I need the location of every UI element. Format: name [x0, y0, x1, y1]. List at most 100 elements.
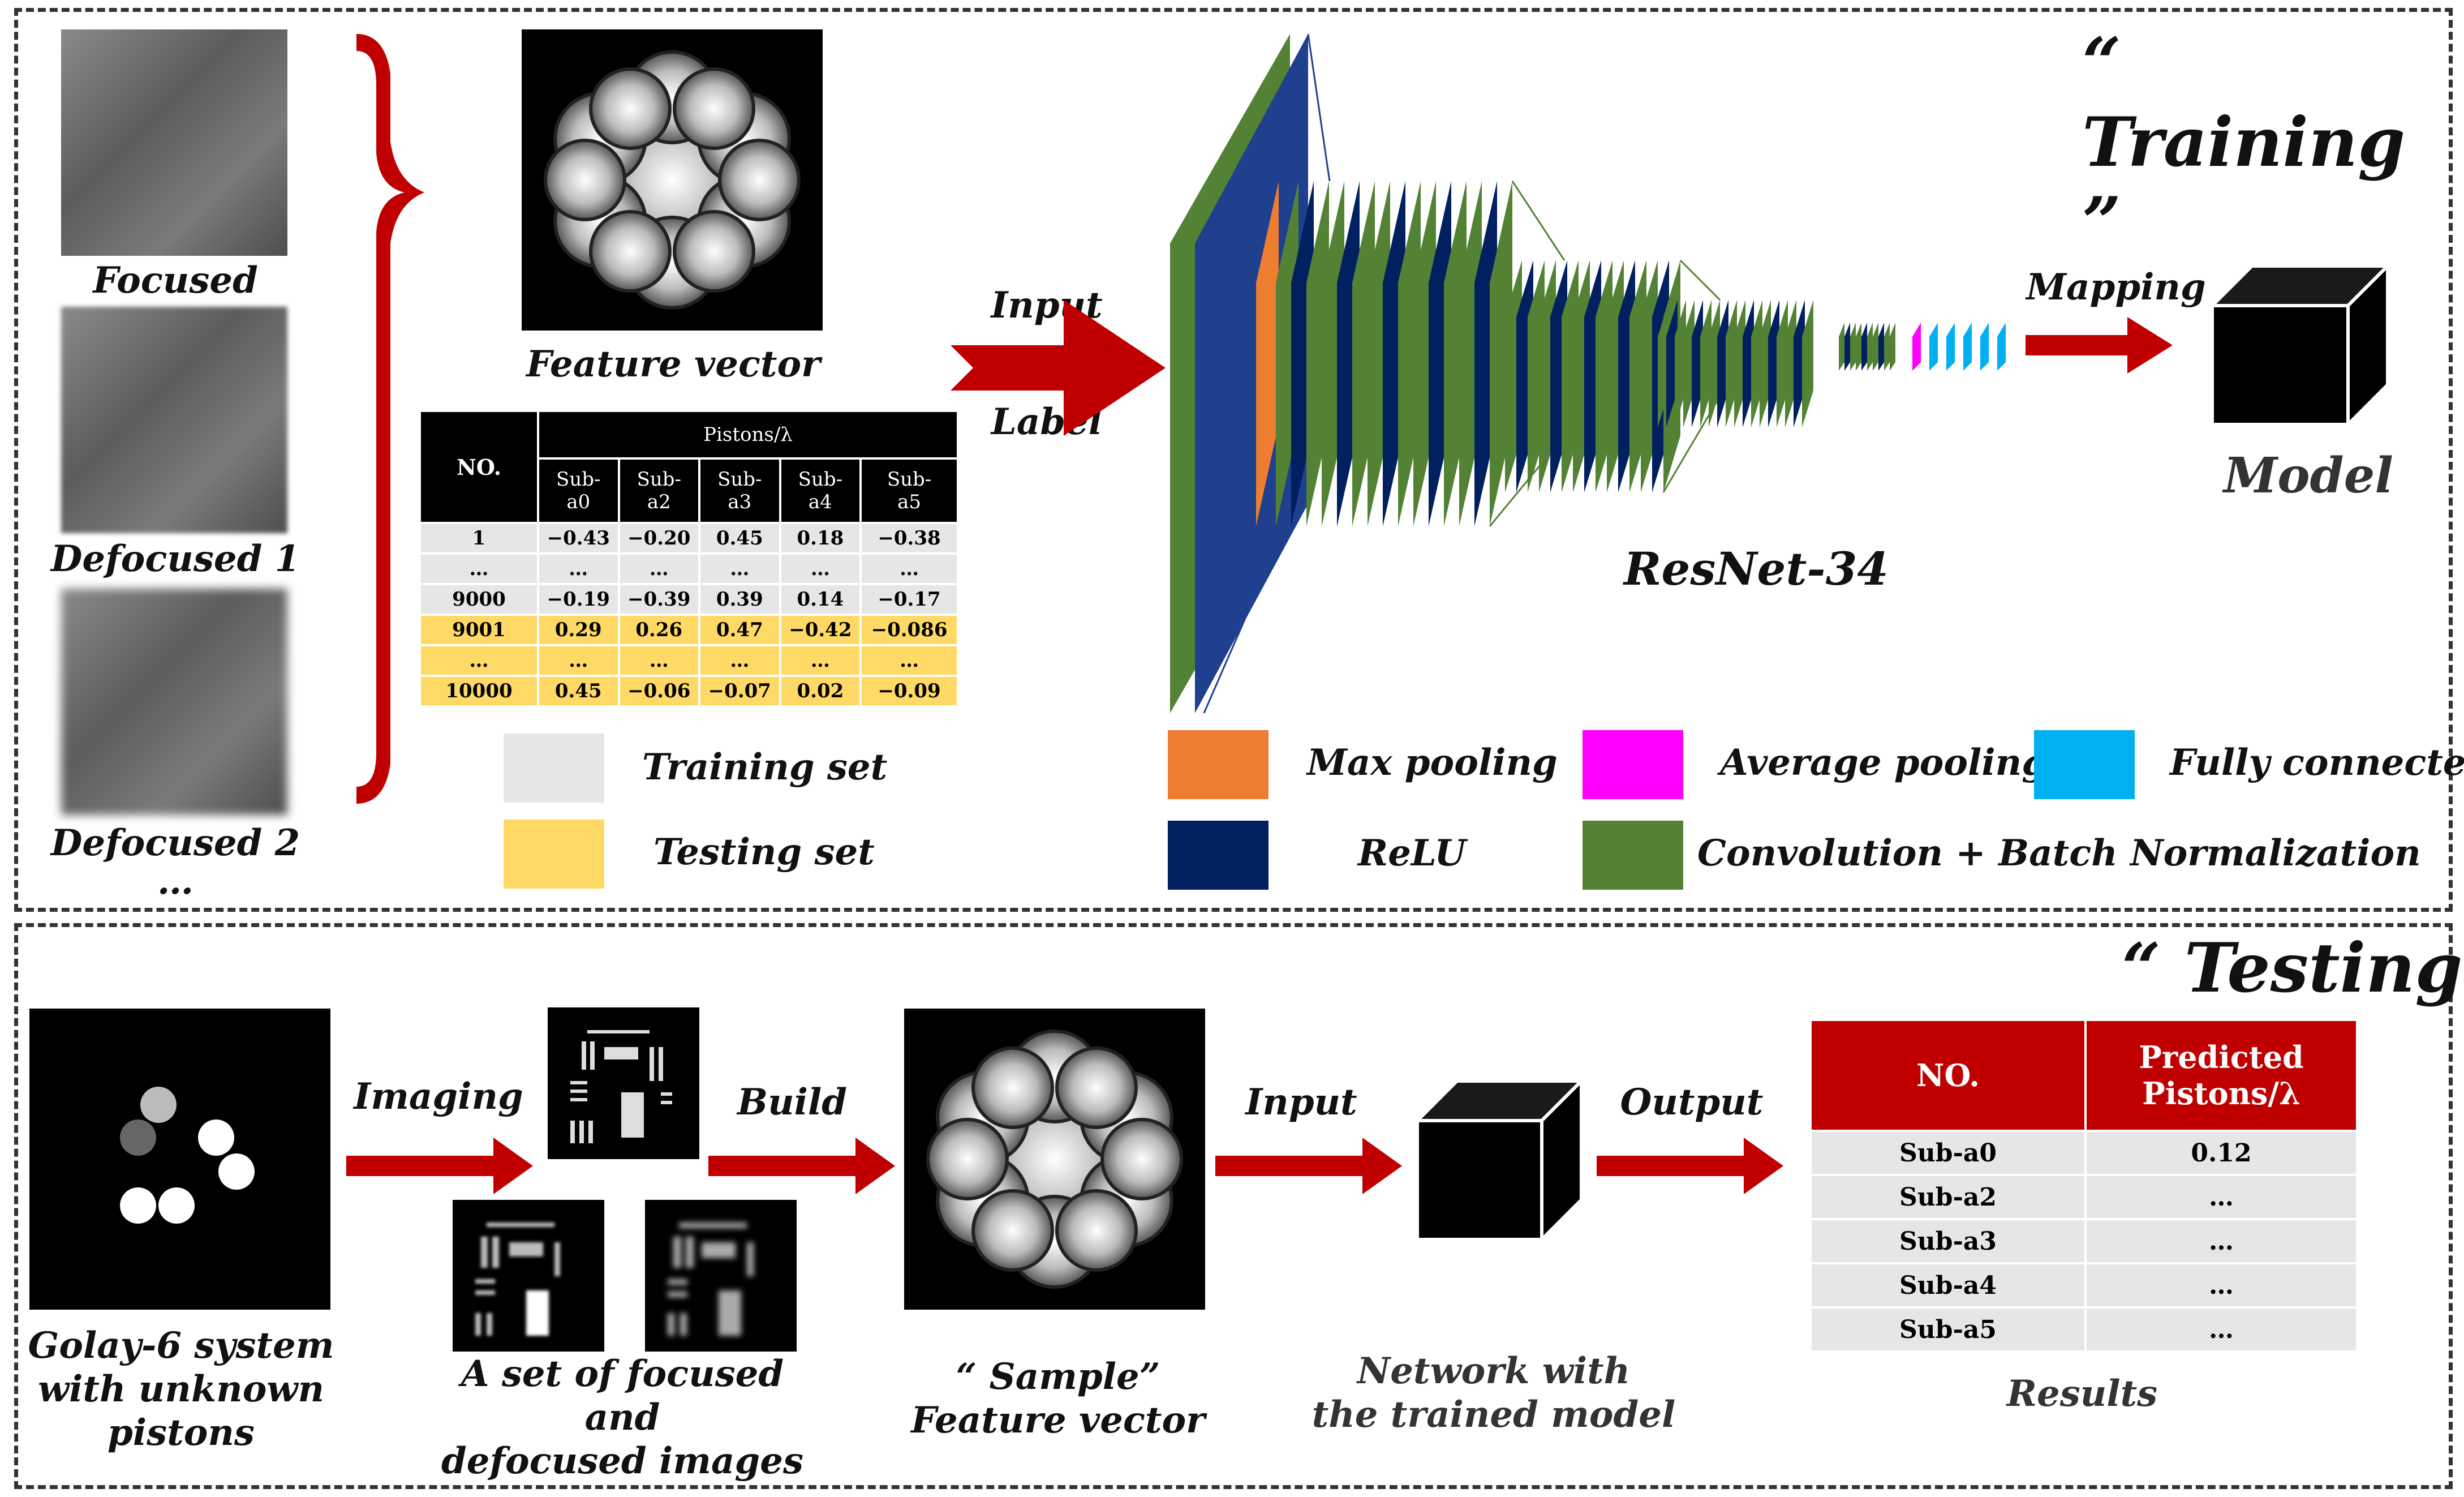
- results-label: Results: [2006, 1372, 2158, 1415]
- table-row: 9000 −0.19 −0.39 0.39 0.14 −0.17: [419, 583, 959, 616]
- table-cell: 0.39: [698, 583, 781, 616]
- average-pooling-label: Average pooling: [1720, 741, 2047, 784]
- fully-connected-swatch: [2034, 730, 2135, 799]
- table-row: 1 −0.43 −0.20 0.45 0.18 −0.38: [419, 522, 959, 555]
- golay-label-line: pistons: [107, 1411, 255, 1454]
- table-cell: …: [779, 552, 862, 585]
- block-3: [1658, 300, 1813, 427]
- output-label: Output: [1620, 1081, 1764, 1123]
- table-cell: 1: [419, 522, 539, 555]
- build-label: Build: [737, 1081, 847, 1123]
- table-cell: −0.09: [859, 675, 959, 707]
- table-cell: −0.06: [617, 675, 701, 707]
- table-cell: 0.26: [617, 614, 701, 646]
- results-row: Sub-a5 …: [1809, 1306, 2358, 1353]
- table-cell: 9000: [419, 583, 539, 616]
- defocused-2-label: Defocused 2: [50, 822, 300, 864]
- block-1: [1256, 181, 1566, 527]
- sample-feature-vector-image: [904, 1009, 1205, 1310]
- defocused-resolution-image-2: [645, 1200, 797, 1352]
- feature-vector-pattern: [544, 50, 801, 310]
- defocused-1-label: Defocused 1: [50, 538, 300, 580]
- mapping-label: Mapping: [2026, 266, 2206, 308]
- results-cell: Sub-a4: [1809, 1262, 2087, 1309]
- table-cell: 0.45: [537, 675, 620, 707]
- sub-header: Sub-a3: [698, 457, 781, 524]
- results-row: Sub-a4 …: [1809, 1262, 2358, 1309]
- network-name: ResNet-34: [1624, 542, 1889, 595]
- ellipsis-label: …: [157, 860, 193, 903]
- relu-swatch: [1168, 821, 1268, 890]
- table-row: 9001 0.29 0.26 0.47 −0.42 −0.086: [419, 614, 959, 646]
- table-cell: −0.20: [617, 522, 701, 555]
- imaging-arrow: [346, 1138, 533, 1194]
- golay-label-line: Golay-6 system: [28, 1324, 334, 1367]
- results-row: Sub-a0 0.12: [1809, 1130, 2358, 1176]
- table-cell: 10000: [419, 675, 539, 707]
- fc-layer: [1980, 323, 1989, 371]
- input-arrow: [951, 300, 1166, 436]
- resnet-diagram: [1170, 33, 2006, 714]
- network-cube-icon: [1413, 1076, 1586, 1244]
- results-cell: …: [2084, 1218, 2358, 1264]
- table-cell: 0.02: [779, 675, 862, 707]
- results-cell: …: [2084, 1306, 2358, 1353]
- defocused-1-image: [61, 307, 287, 533]
- table-cell: −0.07: [698, 675, 781, 707]
- model-label: Model: [2224, 447, 2394, 504]
- table-cell: …: [859, 644, 959, 677]
- results-cell: …: [2084, 1174, 2358, 1220]
- mapping-arrow: [2026, 317, 2173, 374]
- table-cell: …: [698, 552, 781, 585]
- table-cell: −0.39: [617, 583, 701, 616]
- feature-vector-image: [522, 29, 823, 331]
- images-label-line: defocused images: [441, 1439, 803, 1482]
- results-cell: Sub-a2: [1809, 1174, 2087, 1220]
- imaging-label: Imaging: [354, 1075, 523, 1118]
- results-row: Sub-a3 …: [1809, 1218, 2358, 1264]
- table-cell: …: [617, 552, 701, 585]
- focused-image: [61, 29, 287, 256]
- table-no-header: NO.: [419, 410, 539, 524]
- sub-header: Sub-a2: [617, 457, 701, 524]
- results-cell: Sub-a3: [1809, 1218, 2087, 1264]
- table-cell: …: [617, 644, 701, 677]
- table-pistons-header: Pistons/λ: [537, 410, 959, 460]
- max-pooling-label: Max pooling: [1307, 741, 1558, 784]
- aperture-circle: [198, 1119, 234, 1156]
- table-cell: 0.47: [698, 614, 781, 646]
- training-set-swatch: [504, 734, 604, 803]
- network-label: Network with the trained model: [1301, 1350, 1686, 1437]
- sub-header: Sub-a0: [537, 457, 620, 524]
- max-pooling-swatch: [1168, 730, 1268, 799]
- table-row: … … … … … …: [419, 644, 959, 677]
- testing-input-arrow: [1215, 1138, 1402, 1194]
- table-cell: 9001: [419, 614, 539, 646]
- average-pooling-swatch: [1583, 730, 1683, 799]
- fc-layer: [1946, 323, 1955, 371]
- fc-layer: [1997, 323, 2006, 371]
- network-label-line: the trained model: [1311, 1393, 1676, 1436]
- golay-label: Golay-6 system with unknown pistons: [23, 1324, 339, 1455]
- aperture-circle: [120, 1119, 156, 1156]
- images-label: A set of focused and defocused images: [430, 1353, 815, 1483]
- table-cell: …: [859, 552, 959, 585]
- table-cell: −0.086: [859, 614, 959, 646]
- table-cell: …: [419, 644, 539, 677]
- red-brace: [356, 34, 424, 804]
- golay-label-line: with unknown: [37, 1367, 325, 1410]
- output-arrow: [1597, 1138, 1783, 1194]
- sample-label: “ Sample” Feature vector: [883, 1356, 1233, 1443]
- fc-layer: [1963, 323, 1972, 371]
- aperture-circle: [218, 1153, 255, 1190]
- testing-panel: [14, 923, 2453, 1489]
- training-set-label: Training set: [642, 746, 888, 788]
- testing-set-label: Testing set: [653, 831, 875, 873]
- golay-image: [29, 1009, 330, 1310]
- focused-resolution-image: [548, 1007, 699, 1159]
- table-cell: 0.45: [698, 522, 781, 555]
- model-cube-icon: [2208, 261, 2392, 429]
- feature-vector-label: Feature vector: [526, 343, 820, 385]
